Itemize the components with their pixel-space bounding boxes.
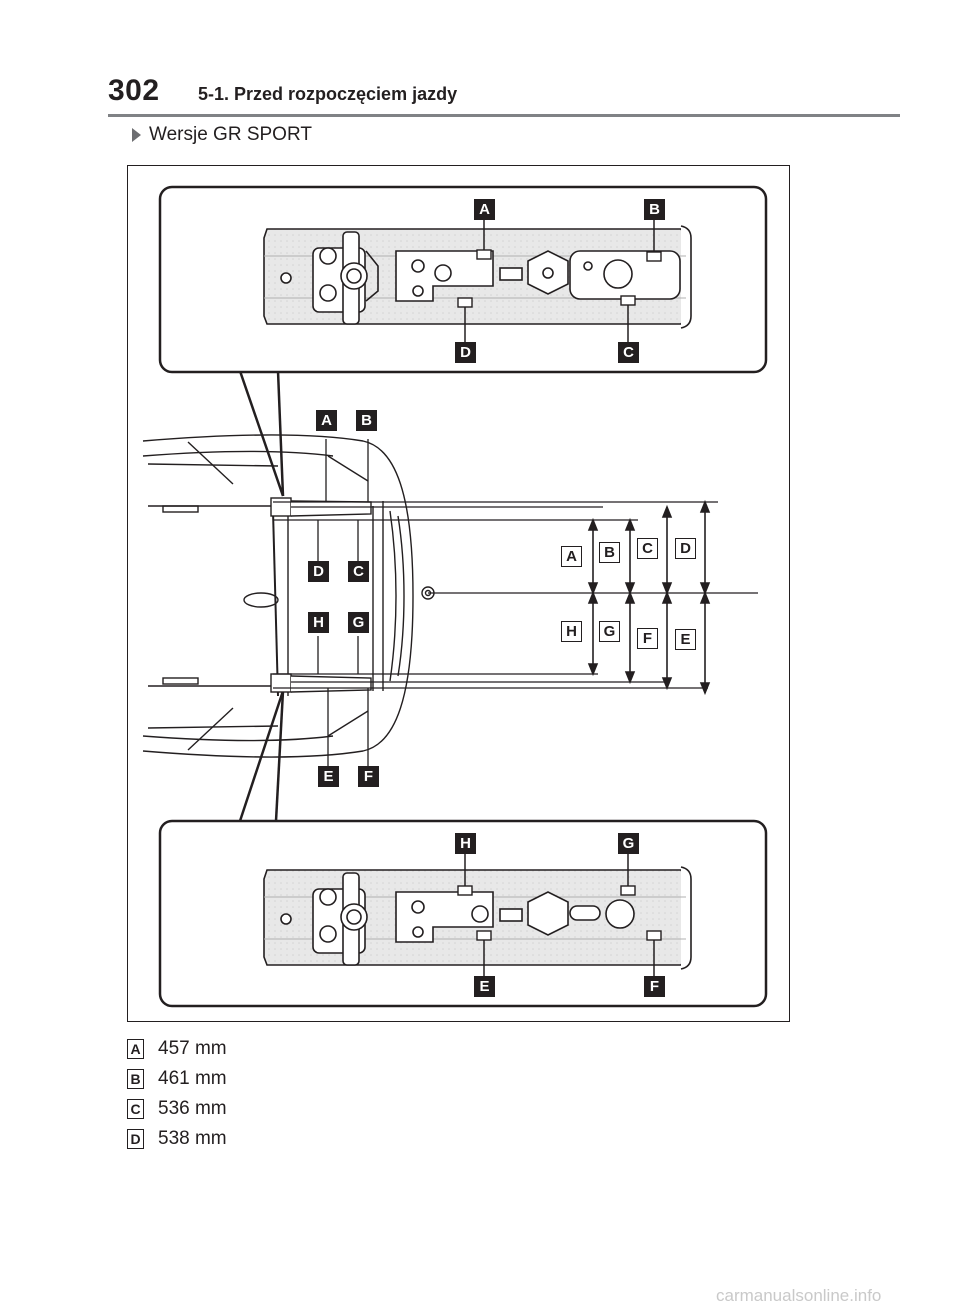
- dimension-legend: A 457 mm B 461 mm C 536 mm D 538 mm: [127, 1034, 227, 1154]
- diagram-svg: [142, 185, 768, 1008]
- legend-value-c: 536 mm: [158, 1098, 227, 1119]
- section-title: 5-1. Przed rozpoczęciem jazdy: [198, 84, 458, 104]
- callout-label-c: C: [618, 342, 639, 363]
- callout-label-a: A: [474, 199, 495, 220]
- legend-row: A 457 mm: [127, 1034, 227, 1064]
- callout-label-f: F: [358, 766, 379, 787]
- callout-label-d: D: [455, 342, 476, 363]
- legend-value-d: 538 mm: [158, 1128, 227, 1149]
- legend-value-b: 461 mm: [158, 1068, 227, 1089]
- callout-label-g: G: [599, 621, 620, 642]
- callout-label-d: D: [308, 561, 329, 582]
- callout-label-h: H: [308, 612, 329, 633]
- front-crossbar: [263, 225, 692, 329]
- subheading: Wersje GR SPORT: [132, 124, 312, 146]
- callout-label-c: C: [348, 561, 369, 582]
- callout-label-g: G: [618, 833, 639, 854]
- callout-label-c: C: [637, 538, 658, 559]
- legend-row: D 538 mm: [127, 1124, 227, 1154]
- callout-label-f: F: [644, 976, 665, 997]
- callout-label-e: E: [474, 976, 495, 997]
- rear-crossbar: [263, 866, 692, 970]
- callout-label-g: G: [348, 612, 369, 633]
- callout-label-e: E: [675, 629, 696, 650]
- bottom-detail-box: [158, 819, 768, 1008]
- callout-label-a: A: [316, 410, 337, 431]
- reference-lines: [273, 439, 758, 766]
- callout-label-e: E: [318, 766, 339, 787]
- legend-key-b: B: [127, 1069, 144, 1089]
- callout-label-b: B: [599, 542, 620, 563]
- callout-label-d: D: [675, 538, 696, 559]
- legend-key-d: D: [127, 1129, 144, 1149]
- page-number: 302: [108, 74, 160, 107]
- top-detail-box: [158, 185, 768, 374]
- triangle-bullet-icon: [132, 128, 141, 142]
- dimension-arrows: [587, 499, 711, 696]
- legend-row: C 536 mm: [127, 1094, 227, 1124]
- callout-label-b: B: [356, 410, 377, 431]
- legend-value-a: 457 mm: [158, 1038, 227, 1059]
- callout-label-b: B: [644, 199, 665, 220]
- car-overview: [142, 434, 435, 758]
- callout-label-h: H: [455, 833, 476, 854]
- legend-row: B 461 mm: [127, 1064, 227, 1094]
- callout-lines: [238, 370, 285, 822]
- watermark: carmanualsonline.info: [716, 1286, 882, 1305]
- legend-key-c: C: [127, 1099, 144, 1119]
- header-rule: [108, 114, 900, 117]
- callout-label-h: H: [561, 621, 582, 642]
- callout-label-f: F: [637, 628, 658, 649]
- callout-label-a: A: [561, 546, 582, 567]
- subheading-text: Wersje GR SPORT: [149, 124, 312, 145]
- legend-key-a: A: [127, 1039, 144, 1059]
